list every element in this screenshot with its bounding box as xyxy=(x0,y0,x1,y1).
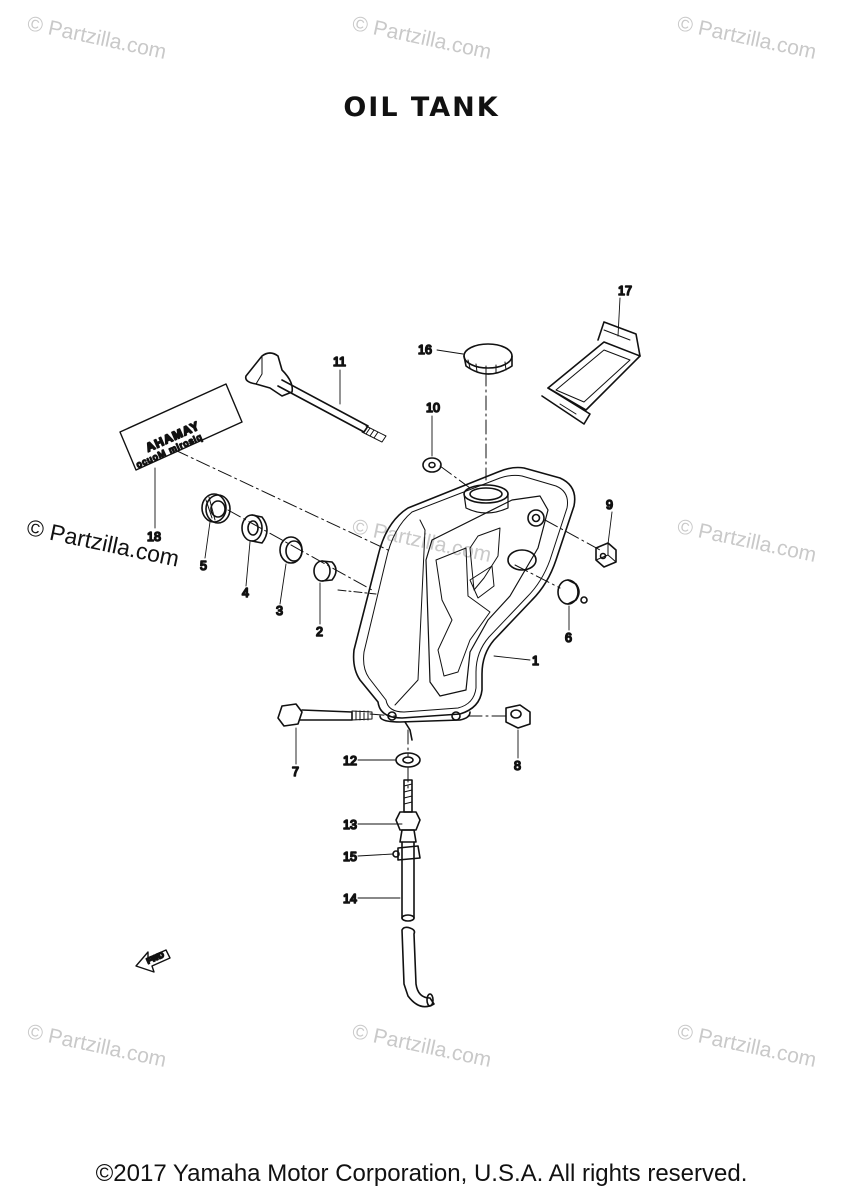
part-7-bolt xyxy=(277,703,373,727)
part-11-bolt xyxy=(244,352,387,443)
copyright-notice: ©2017 Yamaha Motor Corporation, U.S.A. A… xyxy=(95,1160,748,1187)
callout-10: 10 xyxy=(426,401,440,415)
callout-5: 5 xyxy=(200,559,207,573)
callout-9: 9 xyxy=(606,498,613,512)
part-2-grommet xyxy=(313,560,337,582)
callout-6: 6 xyxy=(565,631,572,645)
assembly-lines xyxy=(174,371,601,791)
callout-18: 18 xyxy=(147,530,161,544)
callout-1: 1 xyxy=(532,654,539,668)
part-3-o-ring xyxy=(279,536,303,564)
callout-13: 13 xyxy=(343,818,357,832)
callout-2: 2 xyxy=(316,625,323,639)
part-18-decal xyxy=(119,383,243,471)
callout-15: 15 xyxy=(343,850,357,864)
part-17-band xyxy=(541,321,641,425)
part-10-washer xyxy=(422,457,442,473)
callout-11: 11 xyxy=(333,355,346,369)
part-14-hose xyxy=(401,841,435,1008)
callout-16: 16 xyxy=(418,343,432,357)
part-8-nut xyxy=(505,704,531,729)
oil-tank xyxy=(352,466,576,741)
part-9-nut xyxy=(595,542,617,568)
callout-3: 3 xyxy=(276,604,283,618)
part-6-rubber-damper xyxy=(557,579,588,605)
page-title: OIL TANK xyxy=(343,92,500,123)
part-4-collar xyxy=(241,514,268,544)
part-15-clamp xyxy=(392,845,421,861)
callout-14: 14 xyxy=(343,892,357,906)
part-16-cap xyxy=(463,343,513,375)
callout-17: 17 xyxy=(618,284,632,298)
callout-leaders xyxy=(154,297,621,899)
callout-8: 8 xyxy=(514,759,521,773)
part-5-fitting xyxy=(201,493,231,524)
forward-arrow-icon xyxy=(135,949,171,973)
callout-12: 12 xyxy=(343,754,357,768)
callout-7: 7 xyxy=(292,765,299,779)
part-13-fitting xyxy=(395,779,421,843)
callout-4: 4 xyxy=(242,586,249,600)
